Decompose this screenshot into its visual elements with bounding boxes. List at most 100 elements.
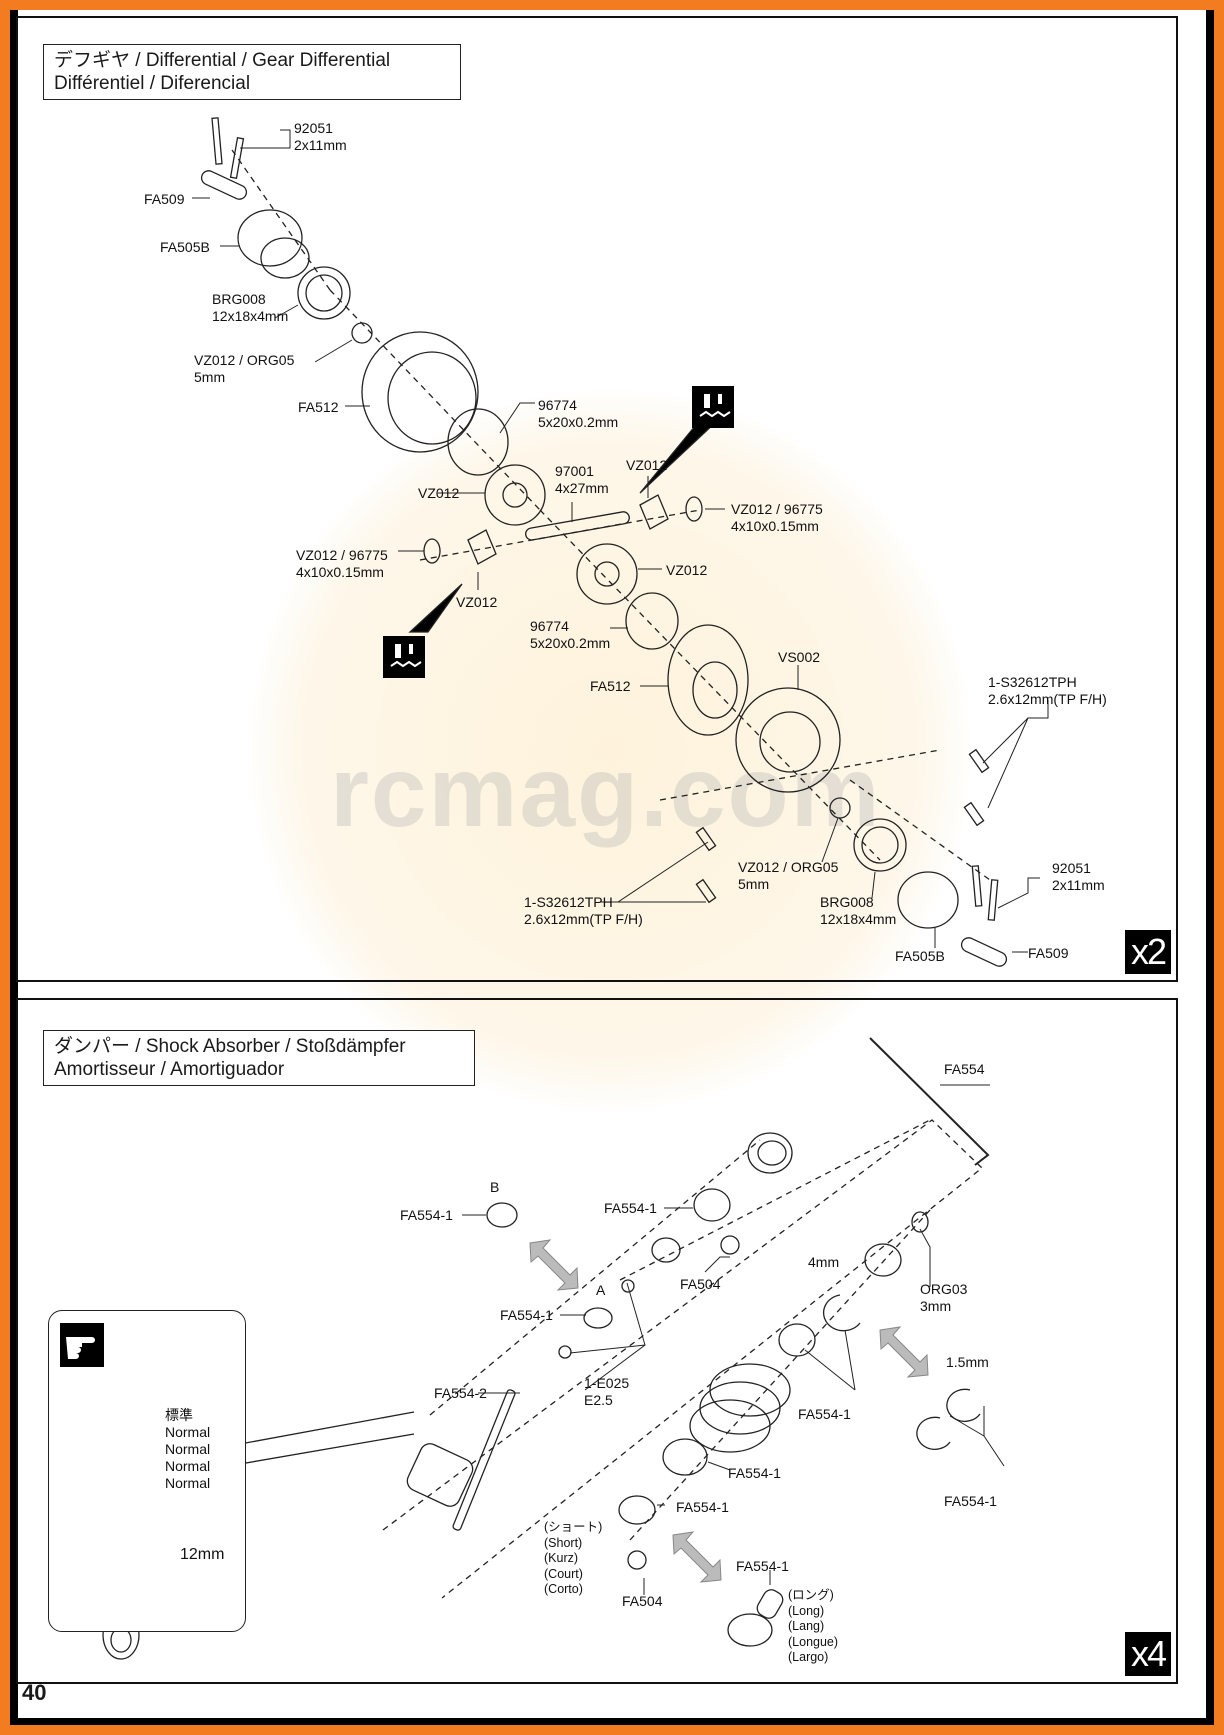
shock-title: ダンパー / Shock Absorber / Stoßdämpfer Amor… — [43, 1030, 475, 1086]
pinion-right — [639, 494, 669, 530]
ring-gear — [735, 687, 841, 793]
diff-case — [361, 331, 479, 453]
shock-panel — [16, 998, 1178, 1684]
shock-shaft — [452, 1389, 516, 1531]
label-ring-gear: VS002 — [778, 649, 821, 665]
piston-a — [583, 1307, 613, 1329]
hint-normal-labels: 標準 Normal Normal Normal Normal — [165, 1407, 211, 1491]
fa509-top — [200, 170, 248, 200]
ball-top — [720, 1235, 740, 1255]
diff-cover — [667, 624, 749, 736]
label-spacer-4mm: 4mm — [808, 1254, 840, 1270]
label-rod-end-long: FA554-1 — [736, 1558, 789, 1574]
pinion-left — [467, 529, 497, 565]
fa554-bracket — [869, 1037, 990, 1166]
screws-left — [695, 826, 717, 904]
label-ball-bottom: FA504 — [622, 1593, 663, 1609]
shock-axis — [382, 1119, 983, 1599]
center-shaft — [525, 511, 630, 541]
label-cap-b-letter: B — [490, 1179, 500, 1195]
label-short-variant: (ショート)(Short)(Kurz)(Court)(Corto) — [544, 1520, 603, 1596]
label-upper-rod-end: FA554-1 — [604, 1200, 657, 1216]
label-fa554-assembly: FA554 — [944, 1061, 985, 1077]
differential-leader-lines — [192, 129, 1049, 953]
oring-upper — [651, 1237, 681, 1263]
shock-body — [406, 1443, 474, 1507]
swap-arrows — [529, 1239, 929, 1583]
screws-right — [963, 748, 990, 827]
hint-pointer — [239, 1411, 415, 1465]
gear-mesh-icon — [383, 636, 425, 678]
label-piston-a-letter: A — [596, 1282, 606, 1298]
pointing-hand-icon — [60, 1323, 104, 1367]
hint-length-label: 12mm — [180, 1546, 225, 1563]
label-fa509-bottom: FA509 — [1028, 945, 1069, 961]
fa505b-top — [237, 209, 310, 279]
label-rod-end-short: FA554-1 — [676, 1499, 729, 1515]
collar-mid — [778, 1323, 816, 1357]
label-pinion-right: VZ012 — [626, 457, 668, 473]
spring-collar — [864, 1243, 902, 1277]
label-cap-b: FA554-1 — [400, 1207, 453, 1223]
eclip-top — [621, 1279, 635, 1293]
label-spacer-1-5mm: 1.5mm — [946, 1354, 989, 1370]
differential-title-line2: Différentiel / Diferencial — [54, 73, 251, 94]
fa505b-bottom — [897, 871, 959, 929]
label-piston-a: FA554-1 — [500, 1307, 553, 1323]
cap-b — [486, 1202, 518, 1228]
label-fa509-top: FA509 — [144, 191, 185, 207]
label-bevel-right: VZ012 — [666, 562, 708, 578]
bevel-gear-right — [576, 543, 638, 605]
label-diff-cover: FA512 — [590, 678, 631, 694]
upper-cap-nut — [747, 1132, 793, 1174]
ball-bottom — [627, 1550, 647, 1570]
page-number: 40 — [22, 1680, 47, 1705]
spring-retainer — [662, 1438, 708, 1476]
differential-title-line1: デフギヤ / Differential / Gear Differential — [54, 50, 391, 71]
label-collar-mid: FA554-1 — [798, 1406, 851, 1422]
differential-title: デフギヤ / Differential / Gear Differential … — [43, 44, 461, 100]
differential-panel — [16, 16, 1178, 982]
oring-org03 — [911, 1211, 929, 1233]
pins-bottom — [971, 865, 999, 921]
differential-axis — [231, 149, 991, 881]
quantity-badge-x2: x2 — [1125, 930, 1171, 974]
rod-end-short — [618, 1495, 656, 1525]
label-long-variant: (ロング)(Long)(Lang)(Longue)(Largo) — [788, 1588, 839, 1664]
bearing-top — [297, 266, 351, 320]
shock-title-line2: Amortisseur / Amortiguador — [54, 1059, 285, 1080]
upper-rod-end — [693, 1188, 731, 1222]
washer-right — [685, 496, 703, 522]
spacer-4mm — [822, 1294, 861, 1332]
washer-left — [423, 538, 441, 564]
label-fa505b-bottom: FA505B — [895, 948, 945, 964]
quantity-badge-x4: x4 — [1125, 1632, 1171, 1676]
gear-mesh-icon — [692, 386, 734, 428]
shim-top — [447, 408, 509, 476]
rod-end-long — [727, 1589, 784, 1647]
oring-bottom — [829, 797, 851, 819]
eclip-bottom — [558, 1345, 572, 1359]
spring — [689, 1363, 791, 1453]
label-diff-case: FA512 — [298, 399, 339, 415]
label-ball-top: FA504 — [680, 1276, 721, 1292]
label-fa505b-top: FA505B — [160, 239, 210, 255]
label-clips: FA554-1 — [944, 1493, 997, 1509]
callout-pointer-bottom — [408, 583, 463, 633]
fa509-bottom — [960, 937, 1008, 967]
shock-title-line1: ダンパー / Shock Absorber / Stoßdämpfer — [54, 1036, 406, 1057]
label-shock-shaft: FA554-2 — [434, 1385, 487, 1401]
